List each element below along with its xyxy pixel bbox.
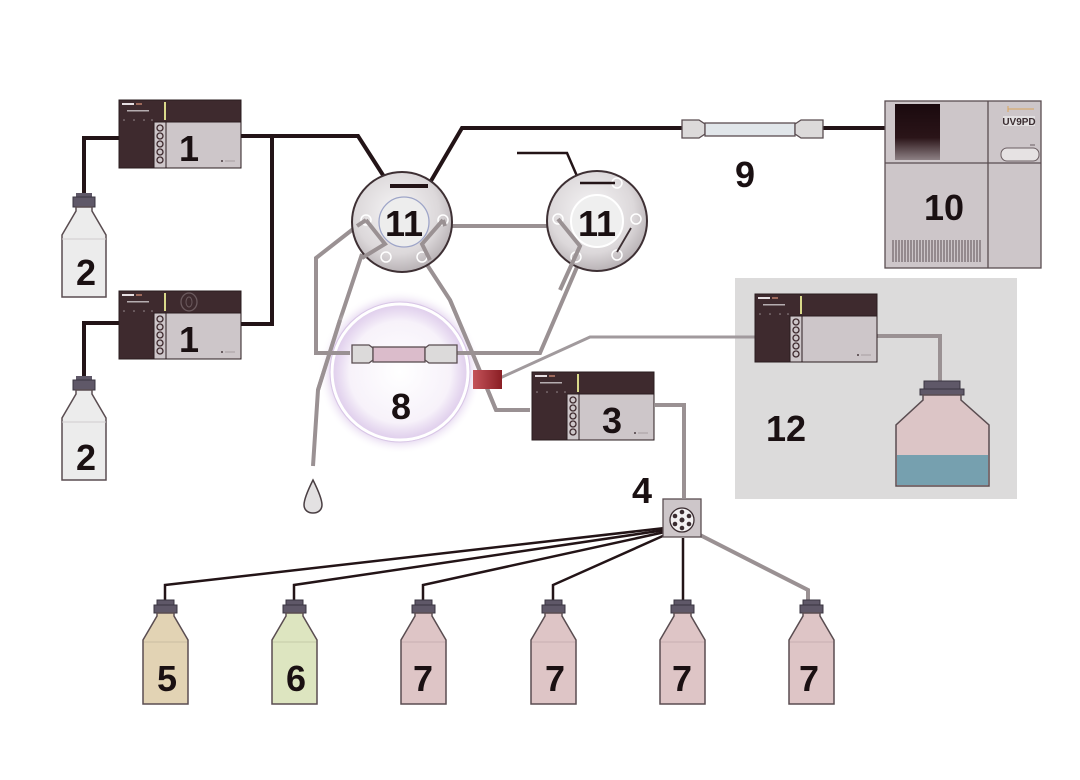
tube-to-bottle-7d bbox=[699, 533, 810, 602]
pump-b-label: 1 bbox=[179, 319, 199, 360]
reagent-bottle-7a-label: 7 bbox=[413, 658, 433, 699]
reagent-bottle-7c: 7 bbox=[659, 599, 706, 705]
trap-column-group: 8 bbox=[316, 290, 498, 454]
solvent-bottle-a-label: 2 bbox=[76, 252, 96, 293]
module-12-pump bbox=[754, 293, 878, 363]
waste-bottle bbox=[895, 380, 990, 487]
waste-drop-icon bbox=[303, 478, 323, 514]
valve-right-label: 11 bbox=[578, 203, 616, 244]
reagent-bottle-6: 6 bbox=[271, 599, 318, 705]
valve-left-label: 11 bbox=[385, 203, 423, 244]
tube-pump-b-join bbox=[240, 136, 274, 326]
pump-a: 1 bbox=[118, 99, 242, 169]
tube-to-bottle-7a bbox=[421, 530, 666, 600]
reagent-bottle-7b: 7 bbox=[530, 599, 577, 705]
solvent-bottle-b-label: 2 bbox=[76, 437, 96, 478]
tube-to-bottle-5 bbox=[163, 526, 666, 600]
reagent-bottle-7a: 7 bbox=[400, 599, 447, 705]
tube-to-bottle-7b bbox=[551, 533, 666, 600]
detector: UV9PD 10 bbox=[884, 100, 1042, 269]
pump-b: 1 bbox=[118, 290, 242, 360]
switching-valve-right: 11 bbox=[546, 170, 648, 291]
column-heater bbox=[473, 370, 502, 389]
tube-solvent-a bbox=[82, 136, 121, 196]
trap-column bbox=[351, 344, 458, 364]
selector-valve: 4 bbox=[632, 470, 702, 538]
detector-logo: UV9PD bbox=[1002, 117, 1035, 128]
module-12: 12 bbox=[735, 278, 1017, 499]
reagent-bottle-5: 5 bbox=[142, 599, 189, 705]
detector-label: 10 bbox=[924, 187, 964, 228]
loading-pump: 3 bbox=[531, 371, 655, 441]
tube-to-bottle-6 bbox=[292, 528, 666, 600]
tube-solvent-b bbox=[82, 321, 121, 378]
switching-valve-left: 11 bbox=[351, 171, 453, 273]
reagent-bottle-7b-label: 7 bbox=[545, 658, 565, 699]
solvent-bottle-b: 2 bbox=[61, 376, 107, 481]
loading-pump-label: 3 bbox=[602, 400, 622, 441]
analytical-column-label: 9 bbox=[735, 154, 755, 195]
module-12-label: 12 bbox=[766, 408, 806, 449]
reagent-bottle-7d: 7 bbox=[788, 599, 835, 705]
solvent-bottle-a: 2 bbox=[61, 193, 107, 298]
detector-screen bbox=[895, 104, 940, 160]
reagent-bottle-7c-label: 7 bbox=[672, 658, 692, 699]
analytical-column: 9 bbox=[681, 119, 824, 195]
reagent-bottle-6-label: 6 bbox=[286, 658, 306, 699]
tube-selector-to-pump3 bbox=[655, 403, 686, 498]
tube-heater-to-module12 bbox=[499, 335, 756, 380]
trap-column-label: 8 bbox=[391, 386, 411, 427]
reagent-bottle-5-label: 5 bbox=[157, 658, 177, 699]
reagent-bottle-7d-label: 7 bbox=[799, 658, 819, 699]
pump-a-label: 1 bbox=[179, 128, 199, 169]
highlight-halo bbox=[318, 290, 482, 454]
selector-valve-label: 4 bbox=[632, 470, 652, 511]
